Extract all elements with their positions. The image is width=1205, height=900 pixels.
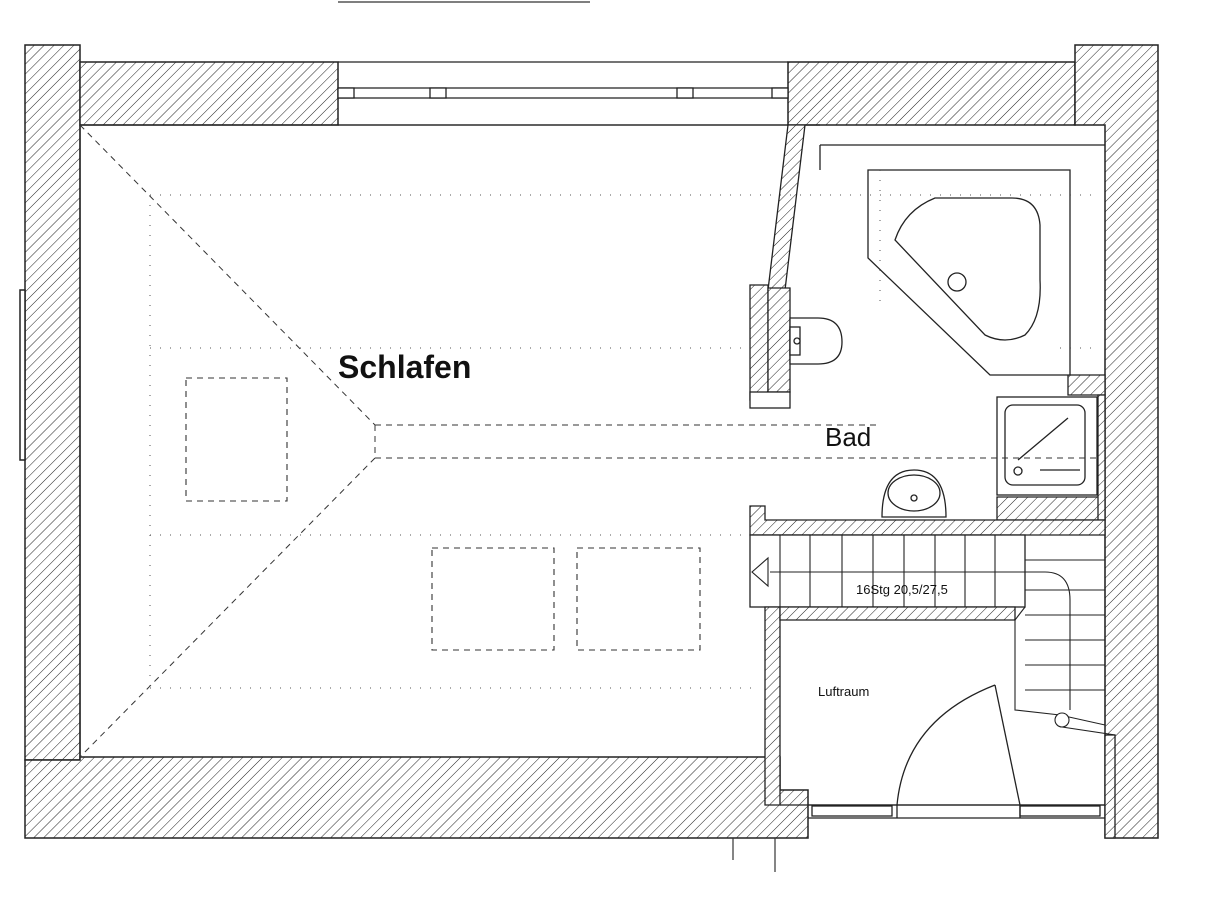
wall-left-notch <box>19 289 26 461</box>
main-room-outline <box>79 124 788 757</box>
wall-top-right <box>787 61 1076 126</box>
staircase <box>749 534 1116 790</box>
washing-machine <box>996 396 1098 496</box>
wall-top-left <box>79 61 339 126</box>
skylight-3 <box>576 547 701 651</box>
door-swing <box>896 684 1021 818</box>
luftraum-walls <box>764 606 1116 839</box>
stairs-label: 16Stg 20,5/27,5 <box>856 582 948 597</box>
wall-left <box>24 44 81 761</box>
toilet <box>789 317 843 365</box>
room-label-luftraum: Luftraum <box>818 684 869 699</box>
skylight-2 <box>431 547 555 651</box>
sink <box>881 469 947 518</box>
top-window <box>337 61 789 126</box>
dotted-lines <box>149 170 1100 689</box>
exterior-marks <box>338 1 776 872</box>
skylights <box>185 377 701 651</box>
bathtub <box>867 169 1071 376</box>
room-label-bad: Bad <box>825 422 871 452</box>
skylight-1 <box>185 377 288 502</box>
bath-partition <box>749 124 1105 409</box>
room-label-schlafen: Schlafen <box>338 349 471 385</box>
outer-walls <box>19 44 1159 839</box>
roof-lines <box>79 124 1100 758</box>
wall-bottom <box>24 756 809 839</box>
